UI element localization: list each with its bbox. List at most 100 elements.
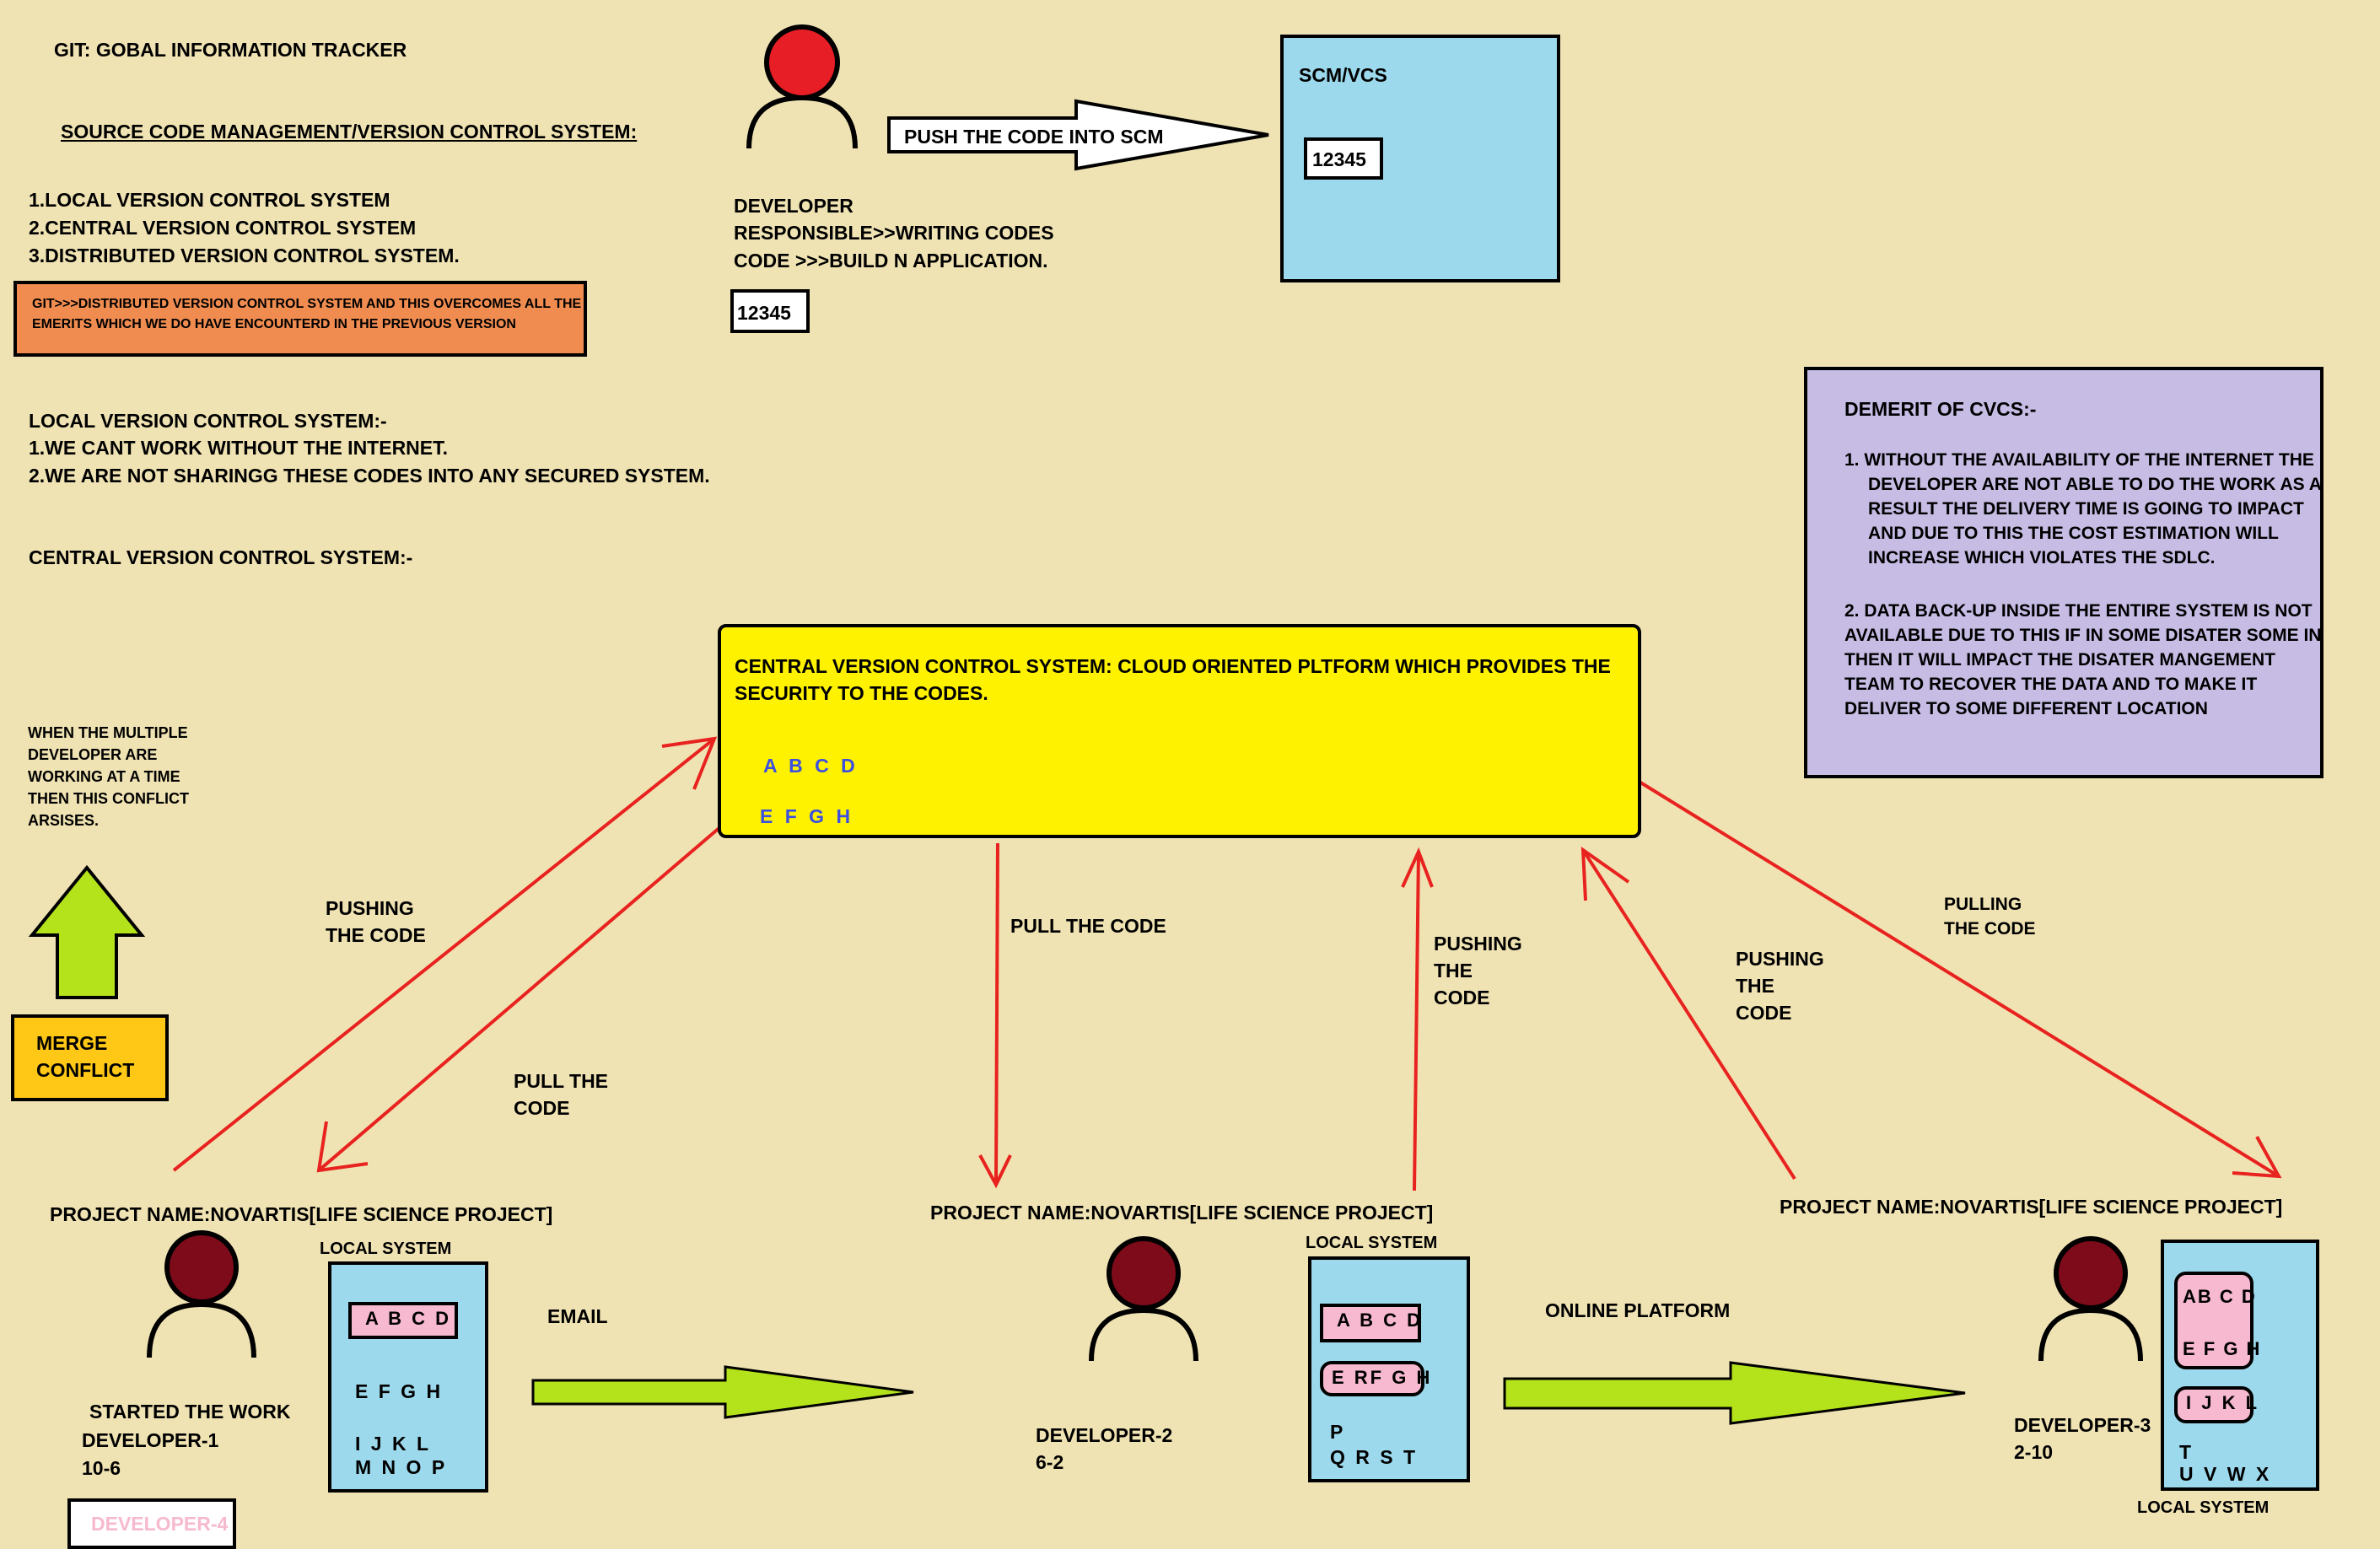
developer-icon-top: [746, 24, 858, 149]
label-pushing-2: CODE: [1434, 987, 1490, 1008]
label-pull-1: CODE: [514, 1097, 570, 1119]
dev1-project-name: PROJECT NAME:NOVARTIS[LIFE SCIENCE PROJE…: [50, 1203, 553, 1225]
demerit-point-1-line: 1. WITHOUT THE AVAILABILITY OF THE INTER…: [1844, 450, 2314, 470]
label-pushing-3: PUSHING: [1736, 948, 1824, 970]
git-note-line-2: EMERITS WHICH WE DO HAVE ENCOUNTERD IN T…: [32, 317, 516, 331]
label-pushing-1: THE CODE: [326, 924, 426, 946]
label-pushing-3: CODE: [1736, 1002, 1792, 1024]
developer-4-box: DEVELOPER-4: [67, 1498, 236, 1549]
dev1-code-box: A B C D: [348, 1302, 458, 1339]
label-pulling-3: THE CODE: [1944, 919, 2036, 939]
cvcs-code-line-1: A B C D: [763, 755, 859, 777]
demerit-title: DEMERIT OF CVCS:-: [1844, 398, 2037, 420]
vcs-type-1: 1.LOCAL VERSION CONTROL SYSTEM: [29, 189, 390, 211]
conflict-note-line: ARSISES.: [28, 812, 100, 829]
merge-conflict-line-1: MERGE: [36, 1032, 108, 1054]
dev2-time: 6-2: [1036, 1451, 1064, 1473]
conflict-note-line: WHEN THE MULTIPLE: [28, 724, 188, 741]
dev1-started: STARTED THE WORK: [89, 1401, 291, 1423]
label-email: EMAIL: [547, 1305, 608, 1327]
dev2-code-box-2: E RF G H: [1320, 1361, 1430, 1396]
top-developer-line-2: RESPONSIBLE>>WRITING CODES: [734, 222, 1054, 244]
page-title: GIT: GOBAL INFORMATION TRACKER: [54, 39, 407, 61]
red-arrows: [172, 736, 2282, 1191]
demerit-point-1-line: AND DUE TO THIS THE COST ESTIMATION WILL: [1868, 524, 2279, 543]
demerit-point-1-line: INCREASE WHICH VIOLATES THE SDLC.: [1868, 548, 2216, 567]
label-pushing-2: THE: [1434, 960, 1473, 982]
top-developer-line-3: CODE >>>BUILD N APPLICATION.: [734, 250, 1048, 272]
dev3-code-box-1: AB C D E F G H: [2174, 1272, 2262, 1369]
dev3-code-line: T: [2179, 1441, 2194, 1463]
dev1-local-system-label: LOCAL SYSTEM: [320, 1240, 452, 1258]
scm-vcs-box: SCM/VCS 12345: [1280, 35, 1560, 282]
cvcs-title-line-1: CENTRAL VERSION CONTROL SYSTEM: CLOUD OR…: [735, 655, 1611, 677]
dev2-name: DEVELOPER-2: [1036, 1424, 1173, 1446]
top-developer-code-box: 12345: [730, 289, 810, 333]
demerit-point-1-line: DEVELOPER ARE NOT ABLE TO DO THE WORK AS…: [1868, 475, 2322, 494]
dev1-code-line: I J K L: [355, 1433, 432, 1455]
email-arrow: [531, 1365, 914, 1419]
conflict-note-line: THEN THIS CONFLICT: [28, 790, 189, 807]
git-note-box: GIT>>>DISTRIBUTED VERSION CONTROL SYSTEM…: [13, 281, 587, 357]
dev3-code-box-2: I J K L: [2174, 1386, 2257, 1423]
dev1-code-line: E F G H: [355, 1380, 444, 1402]
scm-code: 12345: [1312, 148, 1366, 170]
dev1-local-system-box: A B C D E F G H I J K L M N O P: [328, 1261, 488, 1493]
demerit-point-2-line: 2. DATA BACK-UP INSIDE THE ENTIRE SYSTEM…: [1844, 601, 2313, 621]
vcs-type-3: 3.DISTRIBUTED VERSION CONTROL SYSTEM.: [29, 245, 460, 266]
dev1-name: DEVELOPER-1: [82, 1429, 219, 1451]
dev1-code-line: M N O P: [355, 1456, 448, 1478]
dev3-name: DEVELOPER-3: [2014, 1414, 2151, 1436]
dev2-local-system-label: LOCAL SYSTEM: [1306, 1234, 1438, 1252]
label-online-platform: ONLINE PLATFORM: [1545, 1299, 1731, 1321]
dev3-project-name: PROJECT NAME:NOVARTIS[LIFE SCIENCE PROJE…: [1780, 1196, 2283, 1218]
label-pushing-2: PUSHING: [1434, 933, 1522, 955]
local-vcs-point-1: 1.WE CANT WORK WITHOUT THE INTERNET.: [29, 437, 449, 459]
online-platform-arrow: [1503, 1361, 1966, 1425]
demerit-point-1-line: RESULT THE DELIVERY TIME IS GOING TO IMP…: [1868, 499, 2304, 519]
dev2-code-line: P: [1330, 1421, 1346, 1443]
demerit-point-2-line: AVAILABLE DUE TO THIS IF IN SOME DISATER…: [1844, 626, 2322, 645]
central-vcs-heading: CENTRAL VERSION CONTROL SYSTEM:-: [29, 546, 413, 568]
dev2-project-name: PROJECT NAME:NOVARTIS[LIFE SCIENCE PROJE…: [930, 1202, 1434, 1224]
up-arrow-green: [28, 864, 146, 999]
push-label: PUSH THE CODE INTO SCM: [904, 126, 1164, 148]
top-developer-line-1: DEVELOPER: [734, 195, 853, 217]
dev1-time: 10-6: [82, 1457, 121, 1479]
scm-vcs-title: SCM/VCS: [1299, 64, 1387, 86]
demerit-point-2-line: TEAM TO RECOVER THE DATA AND TO MAKE IT: [1844, 675, 2258, 694]
label-pull-1: PULL THE: [514, 1070, 609, 1092]
dev2-code-box-1: A B C D: [1320, 1304, 1421, 1342]
label-pushing-3: THE: [1736, 975, 1774, 997]
label-pushing-1: PUSHING: [326, 897, 414, 919]
merge-conflict-line-2: CONFLICT: [36, 1059, 135, 1081]
top-developer-code: 12345: [737, 302, 791, 324]
demerit-box: DEMERIT OF CVCS:- 1. WITHOUT THE AVAILAB…: [1804, 367, 2323, 778]
local-vcs-heading: LOCAL VERSION CONTROL SYSTEM:-: [29, 410, 387, 432]
dev3-code-box-1-line: AB C D: [2183, 1286, 2257, 1307]
dev3-code-line: U V W X: [2179, 1463, 2272, 1485]
cvcs-code-line-2: E F G H: [760, 805, 854, 827]
demerit-point-2-line: THEN IT WILL IMPACT THE DISATER MANGEMEN…: [1844, 650, 2275, 670]
dev2-local-system-box: A B C D E RF G H P Q R S T: [1308, 1256, 1470, 1482]
cvcs-title-line-2: SECURITY TO THE CODES.: [735, 682, 988, 704]
dev2-code-line: Q R S T: [1330, 1446, 1419, 1468]
demerit-point-2-line: DELIVER TO SOME DIFFERENT LOCATION: [1844, 699, 2208, 718]
developer-3-icon: [2038, 1236, 2143, 1362]
dev3-code-box-1-line: E F G H: [2183, 1338, 2262, 1359]
developer-4-label: DEVELOPER-4: [91, 1513, 229, 1535]
conflict-note-line: DEVELOPER ARE: [28, 746, 158, 763]
cvcs-cloud-box: CENTRAL VERSION CONTROL SYSTEM: CLOUD OR…: [718, 624, 1641, 838]
scm-code-box: 12345: [1304, 137, 1383, 180]
vcs-type-2: 2.CENTRAL VERSION CONTROL SYSTEM: [29, 217, 417, 239]
git-note-line-1: GIT>>>DISTRIBUTED VERSION CONTROL SYSTEM…: [32, 297, 582, 311]
push-arrow: [887, 99, 1269, 171]
label-pull-2: PULL THE CODE: [1010, 915, 1166, 937]
label-pulling-3: PULLING: [1944, 895, 2022, 914]
local-vcs-point-2: 2.WE ARE NOT SHARINGG THESE CODES INTO A…: [29, 465, 710, 487]
dev3-local-system-box: AB C D E F G H I J K L T U V W X: [2161, 1240, 2319, 1491]
dev3-time: 2-10: [2014, 1441, 2054, 1463]
scm-heading: SOURCE CODE MANAGEMENT/VERSION CONTROL S…: [61, 121, 638, 143]
